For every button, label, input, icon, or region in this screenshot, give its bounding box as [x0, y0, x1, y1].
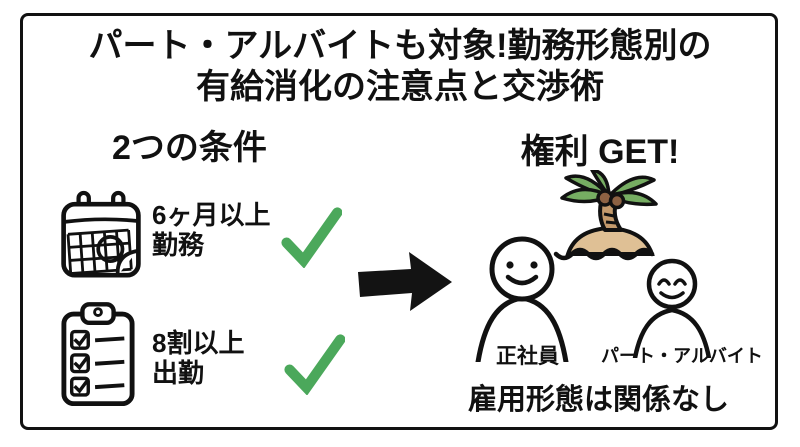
calendar-icon	[61, 190, 141, 278]
right-arrow-icon	[358, 252, 452, 311]
checklist-icon	[61, 302, 135, 406]
person-smiling-icon	[475, 236, 569, 362]
check-icon	[281, 207, 342, 268]
check-icon	[284, 334, 345, 395]
condition-2-label: 8割以上 出勤	[152, 328, 244, 388]
condition-1-line1: 6ヶ月以上	[152, 200, 271, 230]
page-title-line2: 有給消化の注意点と交渉術	[196, 68, 604, 106]
condition-2-line2: 出勤	[152, 358, 205, 388]
condition-2-line1: 8割以上	[152, 328, 245, 358]
conditions-heading: 2つの条件	[112, 129, 267, 167]
page-title-line1: パート・アルバイトも対象!勤務形態別の	[88, 27, 712, 65]
person-happy-eyes-icon	[632, 258, 712, 358]
condition-1-label: 6ヶ月以上 勤務	[152, 200, 270, 260]
result-heading: 権利 GET!	[520, 133, 680, 171]
figure-label-fulltime: 正社員	[496, 345, 559, 368]
palm-tree-island-icon	[553, 170, 658, 261]
footer-note: 雇用形態は関係なし	[468, 384, 730, 416]
card-frame	[20, 13, 778, 430]
condition-1-line2: 勤務	[152, 230, 205, 260]
figure-label-parttime: パート・アルバイト	[601, 346, 763, 366]
page-title: パート・アルバイトも対象!勤務形態別の 有給消化の注意点と交渉術	[40, 26, 760, 108]
